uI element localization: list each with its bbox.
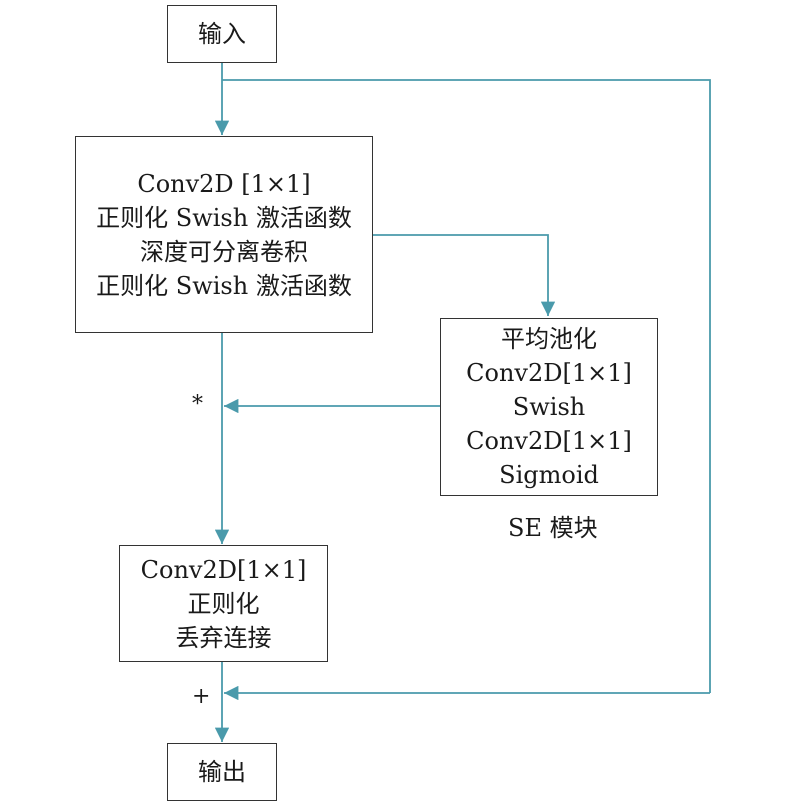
main-line-3: 深度可分离卷积 — [140, 237, 308, 266]
skip-connection-line — [222, 79, 711, 693]
output-node: 输出 — [167, 743, 277, 801]
proj-line-1: Conv2D[1×1] — [140, 555, 307, 584]
main-conv-block: Conv2D [1×1] 正则化 Swish 激活函数 深度可分离卷积 正则化 … — [75, 136, 373, 333]
main-line-2: 正则化 Swish 激活函数 — [96, 203, 352, 232]
arrow-main-to-se — [373, 234, 556, 316]
projection-block: Conv2D[1×1] 正则化 丢弃连接 — [119, 545, 328, 662]
add-operator: + — [192, 684, 211, 709]
multiply-operator: * — [192, 392, 203, 417]
se-module-block: 平均池化 Conv2D[1×1] Swish Conv2D[1×1] Sigmo… — [440, 318, 658, 496]
main-line-1: Conv2D [1×1] — [137, 169, 311, 198]
se-line-4: Conv2D[1×1] — [466, 427, 632, 455]
se-line-5: Sigmoid — [499, 461, 599, 489]
proj-line-3: 丢弃连接 — [175, 623, 272, 652]
se-line-2: Conv2D[1×1] — [466, 359, 632, 387]
proj-line-2: 正则化 — [187, 589, 260, 618]
input-node: 输入 — [167, 5, 277, 63]
output-label: 输出 — [198, 758, 246, 786]
main-line-4: 正则化 Swish 激活函数 — [96, 271, 352, 300]
se-line-3: Swish — [512, 393, 586, 421]
se-line-1: 平均池化 — [501, 325, 597, 353]
se-module-caption: SE 模块 — [508, 514, 598, 542]
input-label: 输入 — [198, 20, 246, 48]
